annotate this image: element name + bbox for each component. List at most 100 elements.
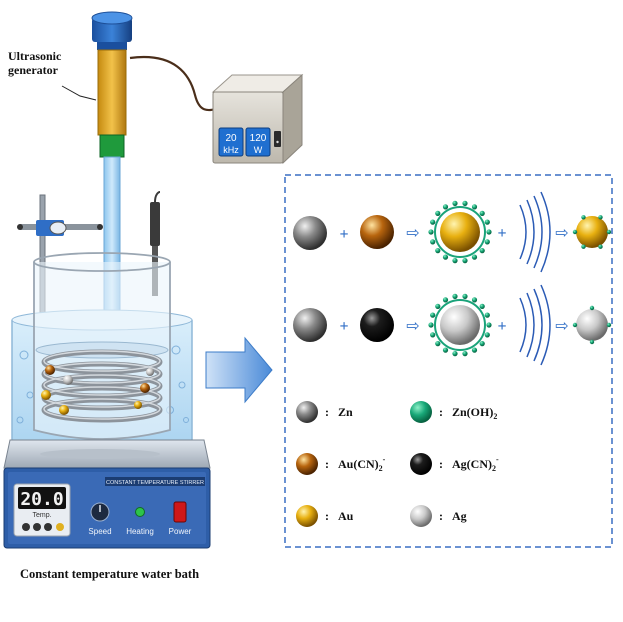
temp-button-3[interactable] <box>44 523 52 531</box>
temp-button-2[interactable] <box>33 523 41 531</box>
reaction-row-au: + ⇨ + ⇨ <box>293 191 612 273</box>
znoh2-dot <box>479 210 485 216</box>
legend-colon: : <box>325 509 329 523</box>
ultrasonic-generator-box: 20 kHz 120 W <box>211 73 304 165</box>
znoh2-dot <box>572 229 578 235</box>
znoh2-dot <box>471 347 478 353</box>
stirrer-name: CONSTANT TEMPERATURE STIRRER <box>106 480 204 486</box>
legend-zn-label: Zn <box>338 405 353 419</box>
temp-button-1[interactable] <box>22 523 30 531</box>
legend-agcn2-sphere <box>410 453 432 475</box>
ultrasound-waves <box>519 284 551 366</box>
ultrasonic-label-line1: Ultrasonic <box>8 49 62 63</box>
generator-switch[interactable] <box>274 131 281 147</box>
arrow-sign: ⇨ <box>406 318 419 335</box>
power-unit: W <box>254 145 263 155</box>
znoh2-dot <box>484 312 490 318</box>
arrow-sign: ⇨ <box>406 225 419 242</box>
reaction-row-ag: + ⇨ + ⇨ <box>293 284 612 366</box>
znoh2-dot <box>572 322 578 328</box>
power-label: Power <box>169 527 192 536</box>
znoh2-dot <box>479 303 485 309</box>
bath-caption: Constant temperature water bath <box>20 567 199 581</box>
plus-sign: + <box>497 225 506 242</box>
legend-colon: : <box>439 509 443 523</box>
znoh2-dot <box>442 297 449 303</box>
stirrer-nameplate <box>105 477 205 486</box>
znoh2-dot <box>430 332 436 338</box>
power-display <box>245 127 271 157</box>
temp-display <box>18 487 66 509</box>
znoh2-dot <box>606 322 612 328</box>
znoh2-dot <box>430 219 436 225</box>
znoh2-dot <box>435 248 441 254</box>
legend-aucn2-sphere <box>296 453 318 475</box>
znoh2-dot <box>430 239 436 245</box>
znoh2-dot <box>606 229 612 235</box>
power-switch[interactable] <box>173 501 187 523</box>
ag-cn-sphere <box>360 308 394 342</box>
legend-au-label: Au <box>338 509 354 523</box>
znoh2-dot <box>486 322 492 328</box>
legend-colon: : <box>439 457 443 471</box>
znoh2-dot <box>598 244 603 249</box>
znoh2-dot <box>486 229 492 235</box>
znoh2-dot <box>581 244 586 249</box>
legend-ag-sphere <box>410 505 432 527</box>
ultrasonic-label-line2: generator <box>8 63 59 77</box>
heating-indicator <box>135 507 145 517</box>
freq-unit: kHz <box>223 145 239 155</box>
znoh2-dot <box>435 303 441 309</box>
znoh2-dot <box>430 312 436 318</box>
znoh2-dot <box>462 200 468 206</box>
beaker-particles <box>41 365 154 415</box>
legend-zn-sphere <box>296 401 318 423</box>
generator-cable <box>129 55 223 112</box>
power-value: 120 <box>250 133 267 144</box>
znoh2-dot <box>479 341 485 347</box>
frequency-display <box>218 127 244 157</box>
znoh2-dot <box>484 219 490 225</box>
beaker <box>33 252 171 440</box>
legend-znoh2-sphere <box>410 401 432 423</box>
znoh2-dot <box>462 258 468 264</box>
label-leader-line <box>61 85 97 101</box>
znoh2-dot <box>435 210 441 216</box>
legend-ag-label: Ag <box>452 509 467 523</box>
plus-sign: + <box>339 318 348 335</box>
plus-sign: + <box>497 318 506 335</box>
zoom-arrow <box>205 336 273 404</box>
znoh2-dot <box>484 332 490 338</box>
legend-au-sphere <box>296 505 318 527</box>
legend-znoh2-label: Zn(OH)2 <box>452 405 497 421</box>
znoh2-dot <box>452 258 458 264</box>
znoh2-dot <box>589 305 595 311</box>
zn-sphere <box>293 216 327 250</box>
znoh2-dot <box>442 347 449 353</box>
arrow-sign: ⇨ <box>555 318 568 335</box>
temp-label: Temp. <box>32 512 51 519</box>
legend-colon: : <box>439 405 443 419</box>
znoh2-dot <box>589 339 595 345</box>
plus-sign: + <box>339 226 348 243</box>
znoh2-dot <box>581 215 586 220</box>
arrow-sign: ⇨ <box>555 225 568 242</box>
ultrasound-waves <box>519 191 551 273</box>
zn-sphere <box>293 308 327 342</box>
znoh2-dot <box>471 297 478 303</box>
znoh2-dot <box>484 239 490 245</box>
znoh2-dot <box>428 322 434 328</box>
freq-value: 20 <box>225 133 237 144</box>
ag-coated-particle <box>428 293 492 357</box>
znoh2-dot <box>442 254 449 260</box>
ag-product-particle <box>572 305 612 345</box>
znoh2-dot <box>462 293 468 299</box>
znoh2-dot <box>598 215 603 220</box>
temp-display-value: 20.0 <box>20 489 63 510</box>
temp-button-4[interactable] <box>56 523 64 531</box>
legend-agcn2-label: Ag(CN)2- <box>452 455 499 473</box>
znoh2-dot <box>471 204 478 210</box>
znoh2-dot <box>471 254 478 260</box>
